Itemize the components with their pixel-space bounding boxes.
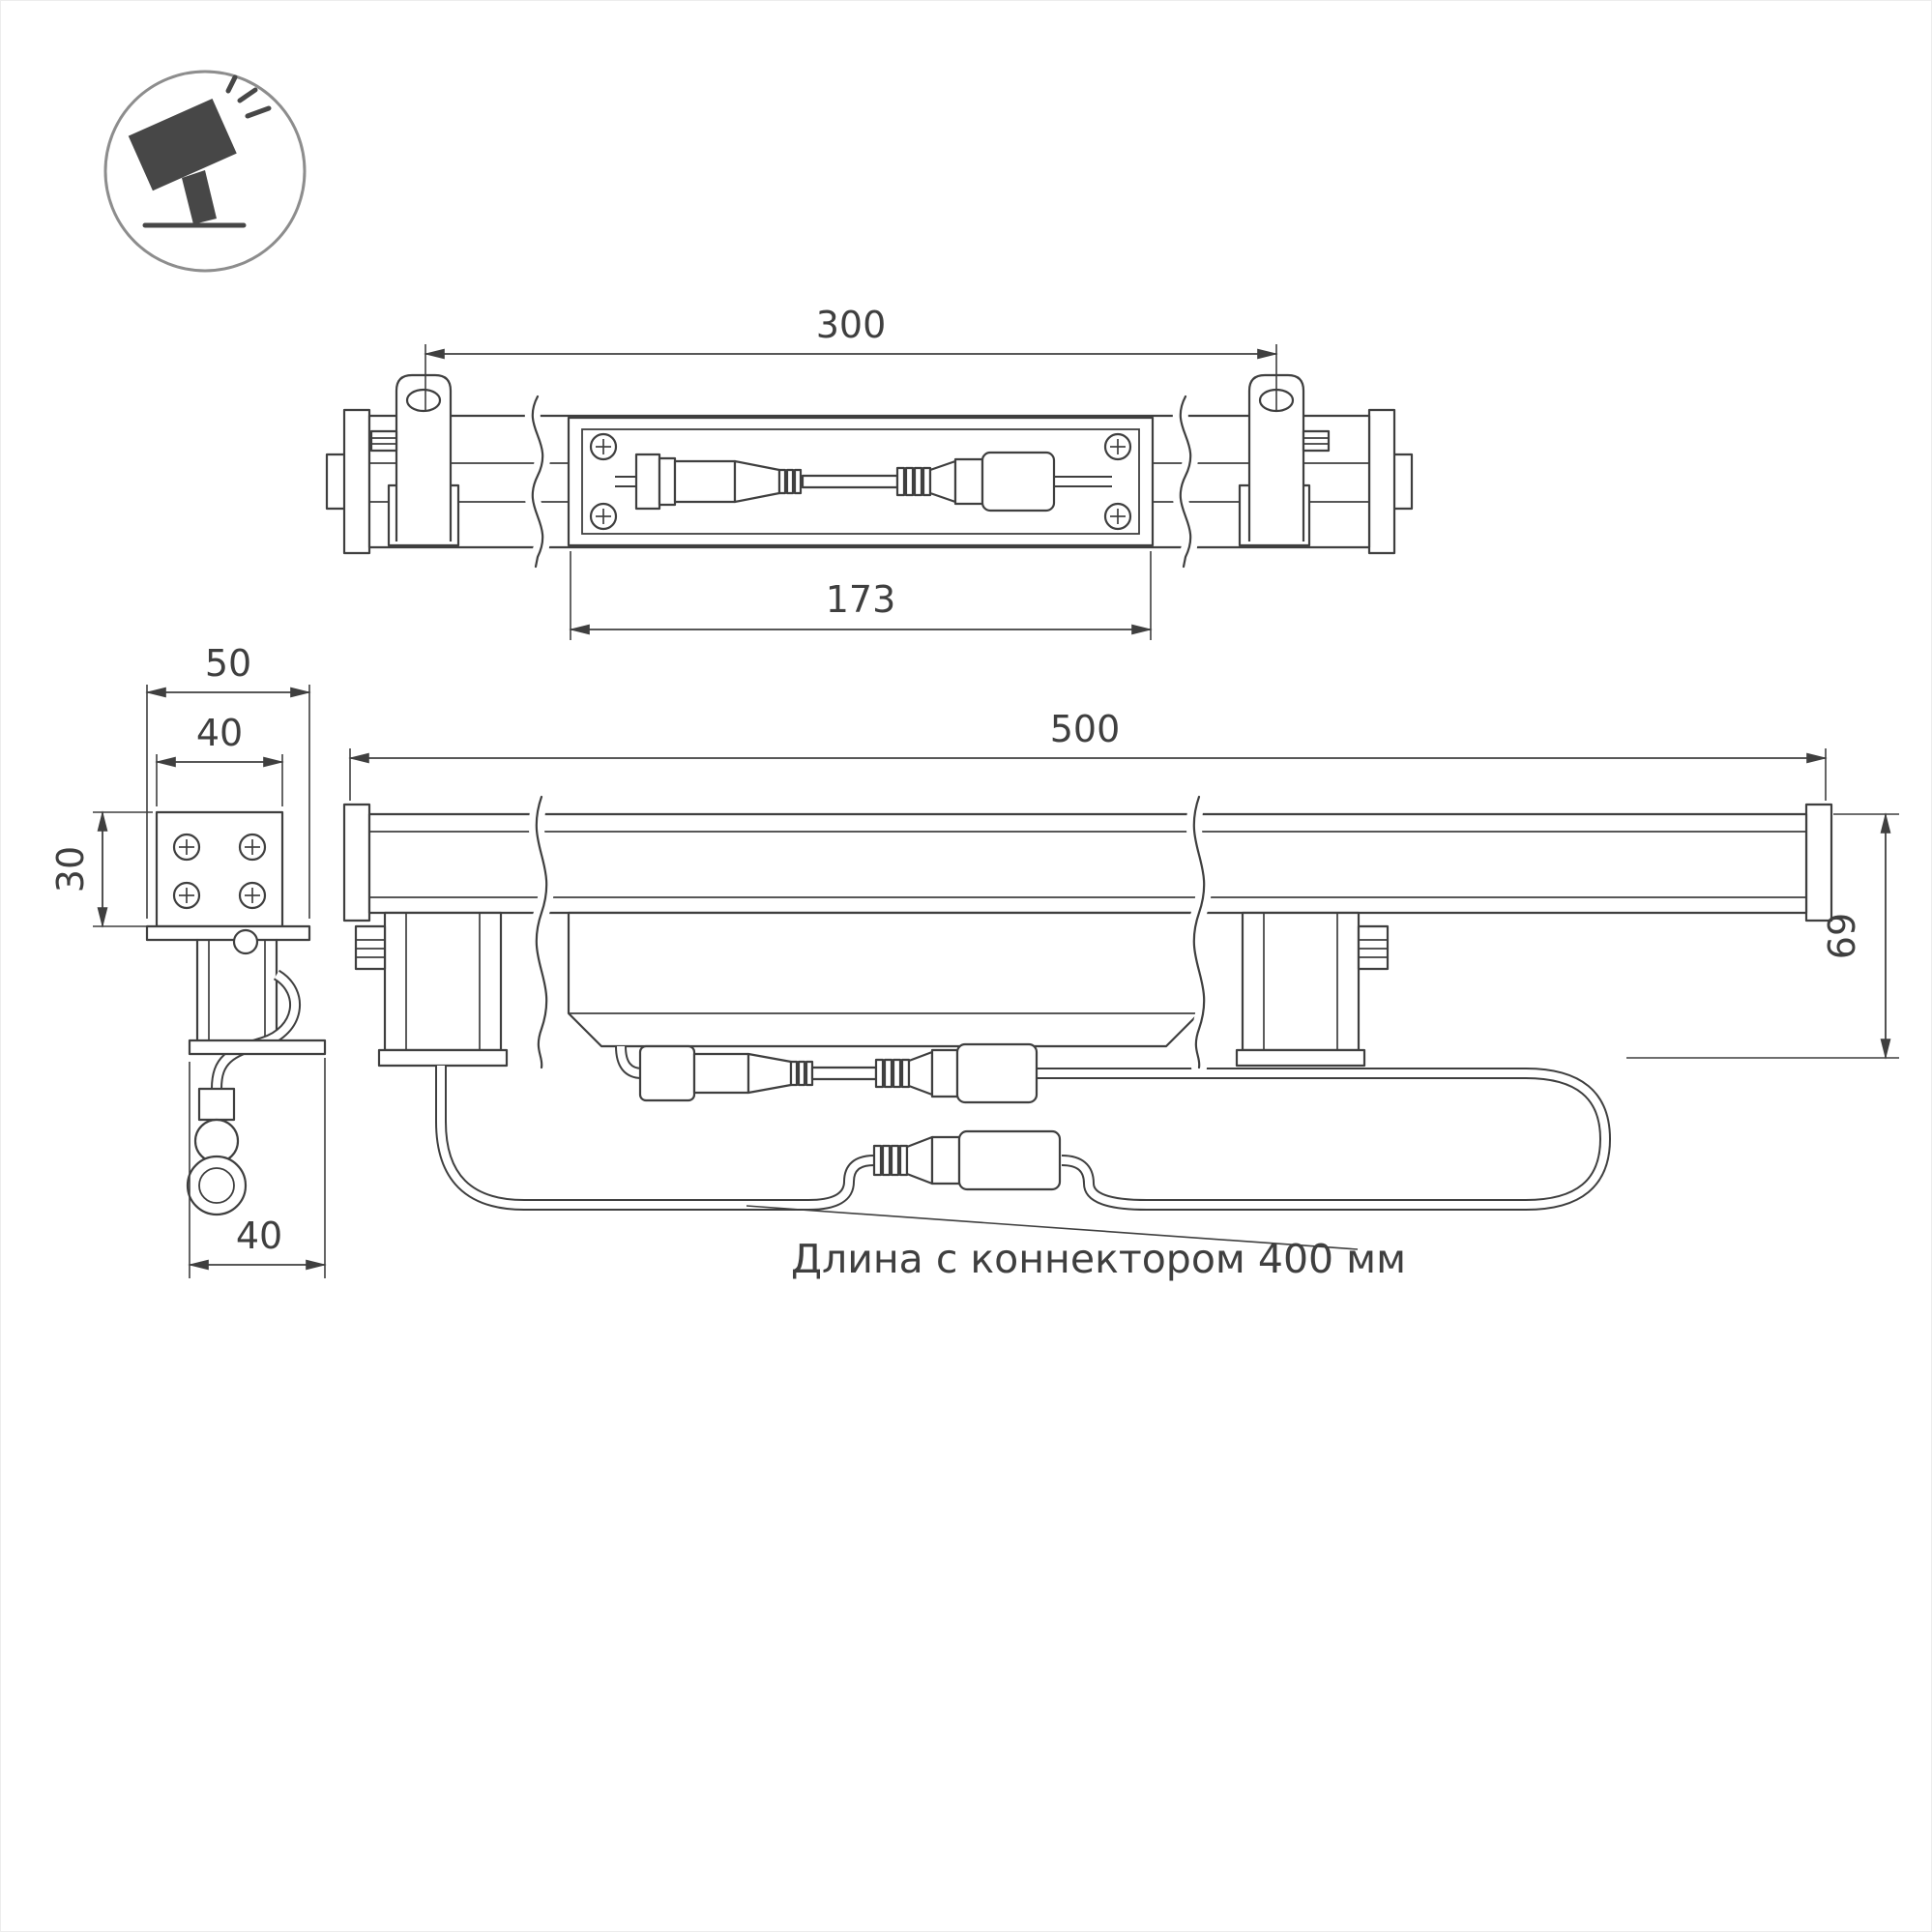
dimension-30: 30 <box>49 810 153 928</box>
front-view: 500 69 Длина с коннектором 400 мм <box>342 708 1899 1282</box>
dimension-50: 50 <box>145 642 311 919</box>
note-leader-line <box>746 1205 1359 1250</box>
dimension-69: 69 <box>1626 812 1899 1060</box>
dim-label-173: 173 <box>826 578 896 621</box>
dimension-173: 173 <box>569 551 1153 640</box>
connector-pair-plan <box>615 451 1112 512</box>
front-bracket-right <box>1241 911 1361 1052</box>
front-knob-left <box>354 924 387 971</box>
screw-icon <box>238 881 267 910</box>
screw-icon <box>238 833 267 862</box>
screw-icon <box>589 502 618 531</box>
dimension-40-bottom: 40 <box>188 1058 327 1278</box>
screw-icon <box>1103 432 1132 461</box>
floodlight-badge-icon <box>103 70 307 273</box>
power-cables <box>435 1045 1612 1211</box>
break-line <box>1179 395 1192 569</box>
front-foot-right <box>1235 1048 1366 1068</box>
slot-hole-left <box>405 388 442 413</box>
profile-body <box>155 810 284 928</box>
dimension-300: 300 <box>424 304 1278 410</box>
dim-label-50: 50 <box>205 642 251 685</box>
dim-label-40-top: 40 <box>196 712 243 754</box>
front-knob-right <box>1357 924 1390 971</box>
wing-screw-right <box>1302 429 1331 453</box>
cable-length-note: Длина с коннектором 400 мм <box>791 1236 1406 1282</box>
light-rays-icon <box>225 74 272 119</box>
mounting-foot <box>188 1039 327 1056</box>
break-line <box>1192 795 1206 1069</box>
floodlight-body-icon <box>128 99 237 191</box>
dim-label-40-bottom: 40 <box>236 1215 282 1257</box>
bracket-plate <box>145 924 311 942</box>
wing-screw-left <box>369 429 398 453</box>
front-end-cap-left <box>342 803 371 922</box>
end-cap-right <box>1367 408 1396 555</box>
dim-label-30: 30 <box>49 846 92 893</box>
dim-label-69: 69 <box>1821 913 1863 959</box>
break-line <box>531 395 544 569</box>
connector-pair-lower <box>872 1129 1062 1191</box>
end-cap-left <box>342 408 371 555</box>
floodlight-stand-icon <box>182 170 217 224</box>
front-end-cap-right <box>1804 803 1833 922</box>
dimension-40-top: 40 <box>155 712 284 806</box>
driver-box <box>567 911 1201 1048</box>
mounting-bracket-left <box>395 373 453 542</box>
dim-label-500: 500 <box>1050 708 1121 750</box>
screw-icon <box>589 432 618 461</box>
lamp-tube <box>367 812 1808 915</box>
screw-icon <box>172 833 201 862</box>
screw-icon <box>172 881 201 910</box>
side-view: 50 40 30 40 <box>49 642 327 1278</box>
connector-pair-mid <box>638 1042 1039 1104</box>
dim-label-300: 300 <box>816 304 887 346</box>
screw-icon <box>1103 502 1132 531</box>
badge-ring <box>103 70 307 273</box>
pivot-knob <box>232 928 259 955</box>
top-view: 300 173 <box>325 304 1414 640</box>
break-line <box>535 795 548 1069</box>
cable-gland <box>186 1155 248 1216</box>
dimension-500: 500 <box>348 708 1828 801</box>
front-bracket-left <box>383 911 503 1052</box>
cable-collar <box>197 1087 236 1122</box>
front-foot-left <box>377 1048 509 1068</box>
